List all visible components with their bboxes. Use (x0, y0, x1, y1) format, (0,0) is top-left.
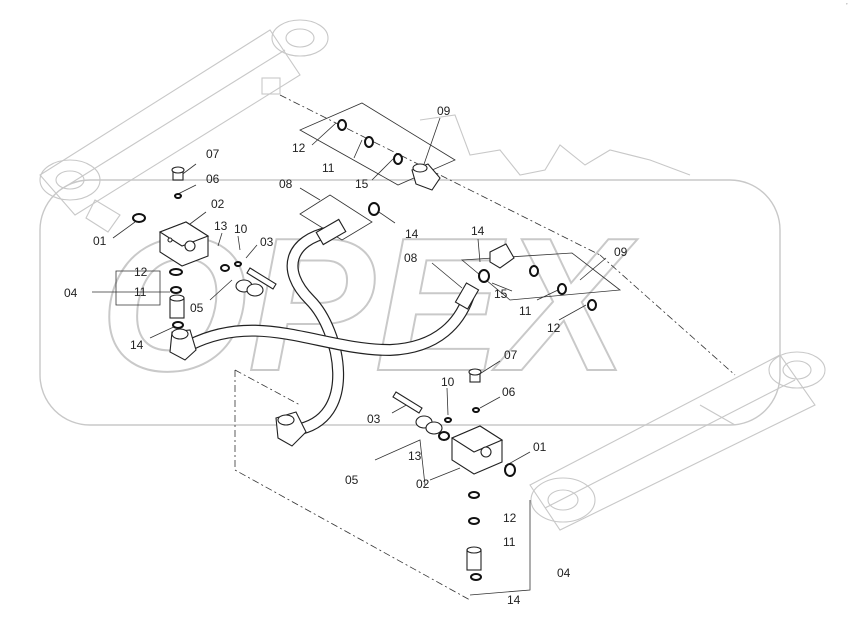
callout-03-right: 03 (367, 412, 381, 426)
callout-14-left: 14 (130, 338, 144, 352)
callout-14-right: 14 (471, 224, 485, 238)
bolt-03-left (246, 267, 277, 290)
o-ring-06-right (472, 407, 480, 413)
callout-11-right-lower: 11 (503, 535, 516, 549)
callout-12-upper: 12 (292, 141, 306, 155)
plug-07-left (171, 166, 185, 181)
cylinder-lower-right-ghost (529, 351, 826, 531)
callout-02-left: 02 (211, 197, 225, 211)
callout-01-right: 01 (533, 440, 547, 454)
elbow-14-right (489, 243, 515, 269)
o-ring-12-upper (337, 119, 347, 131)
callout-09-upper: 09 (437, 104, 451, 118)
o-ring-01-right (504, 463, 516, 477)
callout-15-right: 15 (494, 287, 508, 301)
callout-09-right: 09 (614, 245, 628, 259)
callout-05-right: 05 (345, 473, 359, 487)
o-ring-upper-3 (393, 153, 403, 165)
hose-assembly-right (184, 292, 474, 357)
o-ring-11-upper (364, 136, 374, 148)
callout-labels: 07 06 02 01 13 10 03 12 04 11 05 14 09 1… (64, 104, 628, 607)
hose-elbow-lower (275, 411, 307, 447)
callout-07-left: 07 (206, 147, 220, 161)
callout-12-right-lower: 12 (503, 511, 517, 525)
valve-block-right (450, 425, 504, 475)
callout-06-left: 06 (206, 172, 220, 186)
callout-07-right: 07 (504, 348, 518, 362)
o-ring-10-left (234, 261, 242, 267)
callout-03-left: 03 (260, 235, 274, 249)
adapter-05-right (415, 415, 443, 435)
callout-10-right: 10 (441, 375, 455, 389)
callout-11-upper: 11 (322, 161, 335, 175)
callout-04-right: 04 (557, 566, 571, 580)
adapter-05-left (235, 279, 264, 297)
o-ring-12-right (587, 299, 597, 311)
callout-02-right: 02 (416, 477, 430, 491)
fitting-04-left (169, 294, 185, 319)
callout-14-upper: 14 (405, 227, 419, 241)
callout-13-left: 13 (214, 219, 228, 233)
callout-04-left: 04 (64, 286, 78, 300)
hose-elbow-left (169, 328, 197, 361)
callout-14-right-lower: 14 (507, 593, 521, 607)
callout-11-left: 11 (134, 285, 147, 299)
o-ring-13-right (438, 431, 450, 441)
callout-15-upper: 15 (355, 177, 369, 191)
o-ring-11-left (170, 286, 182, 294)
o-ring-15-right (478, 269, 490, 283)
o-ring-11-right (557, 283, 567, 295)
o-ring-15-upper (368, 202, 380, 216)
frame-outline (419, 114, 691, 176)
o-ring-06-left (174, 193, 182, 199)
callout-06-right: 06 (502, 385, 516, 399)
callout-01-left: 01 (93, 234, 107, 248)
hose-fitting-upper (315, 218, 480, 310)
o-ring-01-left (132, 213, 146, 223)
o-ring-11-right-lower (468, 517, 480, 525)
valve-block-left (158, 221, 210, 267)
callout-12-right: 12 (547, 321, 561, 335)
center-lines (234, 94, 736, 601)
callout-10-left: 10 (234, 222, 248, 236)
o-ring-14-right-lower (470, 573, 482, 581)
callout-08-upper: 08 (279, 177, 293, 191)
o-ring-12-right-lower (468, 491, 480, 499)
elbow-09-upper (411, 163, 441, 191)
callout-08-right: 08 (404, 251, 418, 265)
callout-05-left: 05 (190, 301, 204, 315)
fitting-04-right (466, 546, 482, 571)
o-ring-14-left (172, 321, 184, 329)
o-ring-13-left (220, 264, 230, 272)
callout-11-right: 11 (519, 304, 532, 318)
o-ring-12-left (169, 268, 183, 276)
corner-mark: ° (846, 2, 848, 7)
callout-12-left: 12 (134, 265, 148, 279)
leader-lines (92, 102, 622, 596)
bolt-03-right (392, 391, 423, 414)
hose-assembly-left (286, 226, 345, 436)
o-ring-right-1 (529, 265, 539, 277)
callout-13-right: 13 (408, 449, 422, 463)
plug-07-right (468, 368, 482, 383)
o-ring-10-right (444, 417, 452, 423)
